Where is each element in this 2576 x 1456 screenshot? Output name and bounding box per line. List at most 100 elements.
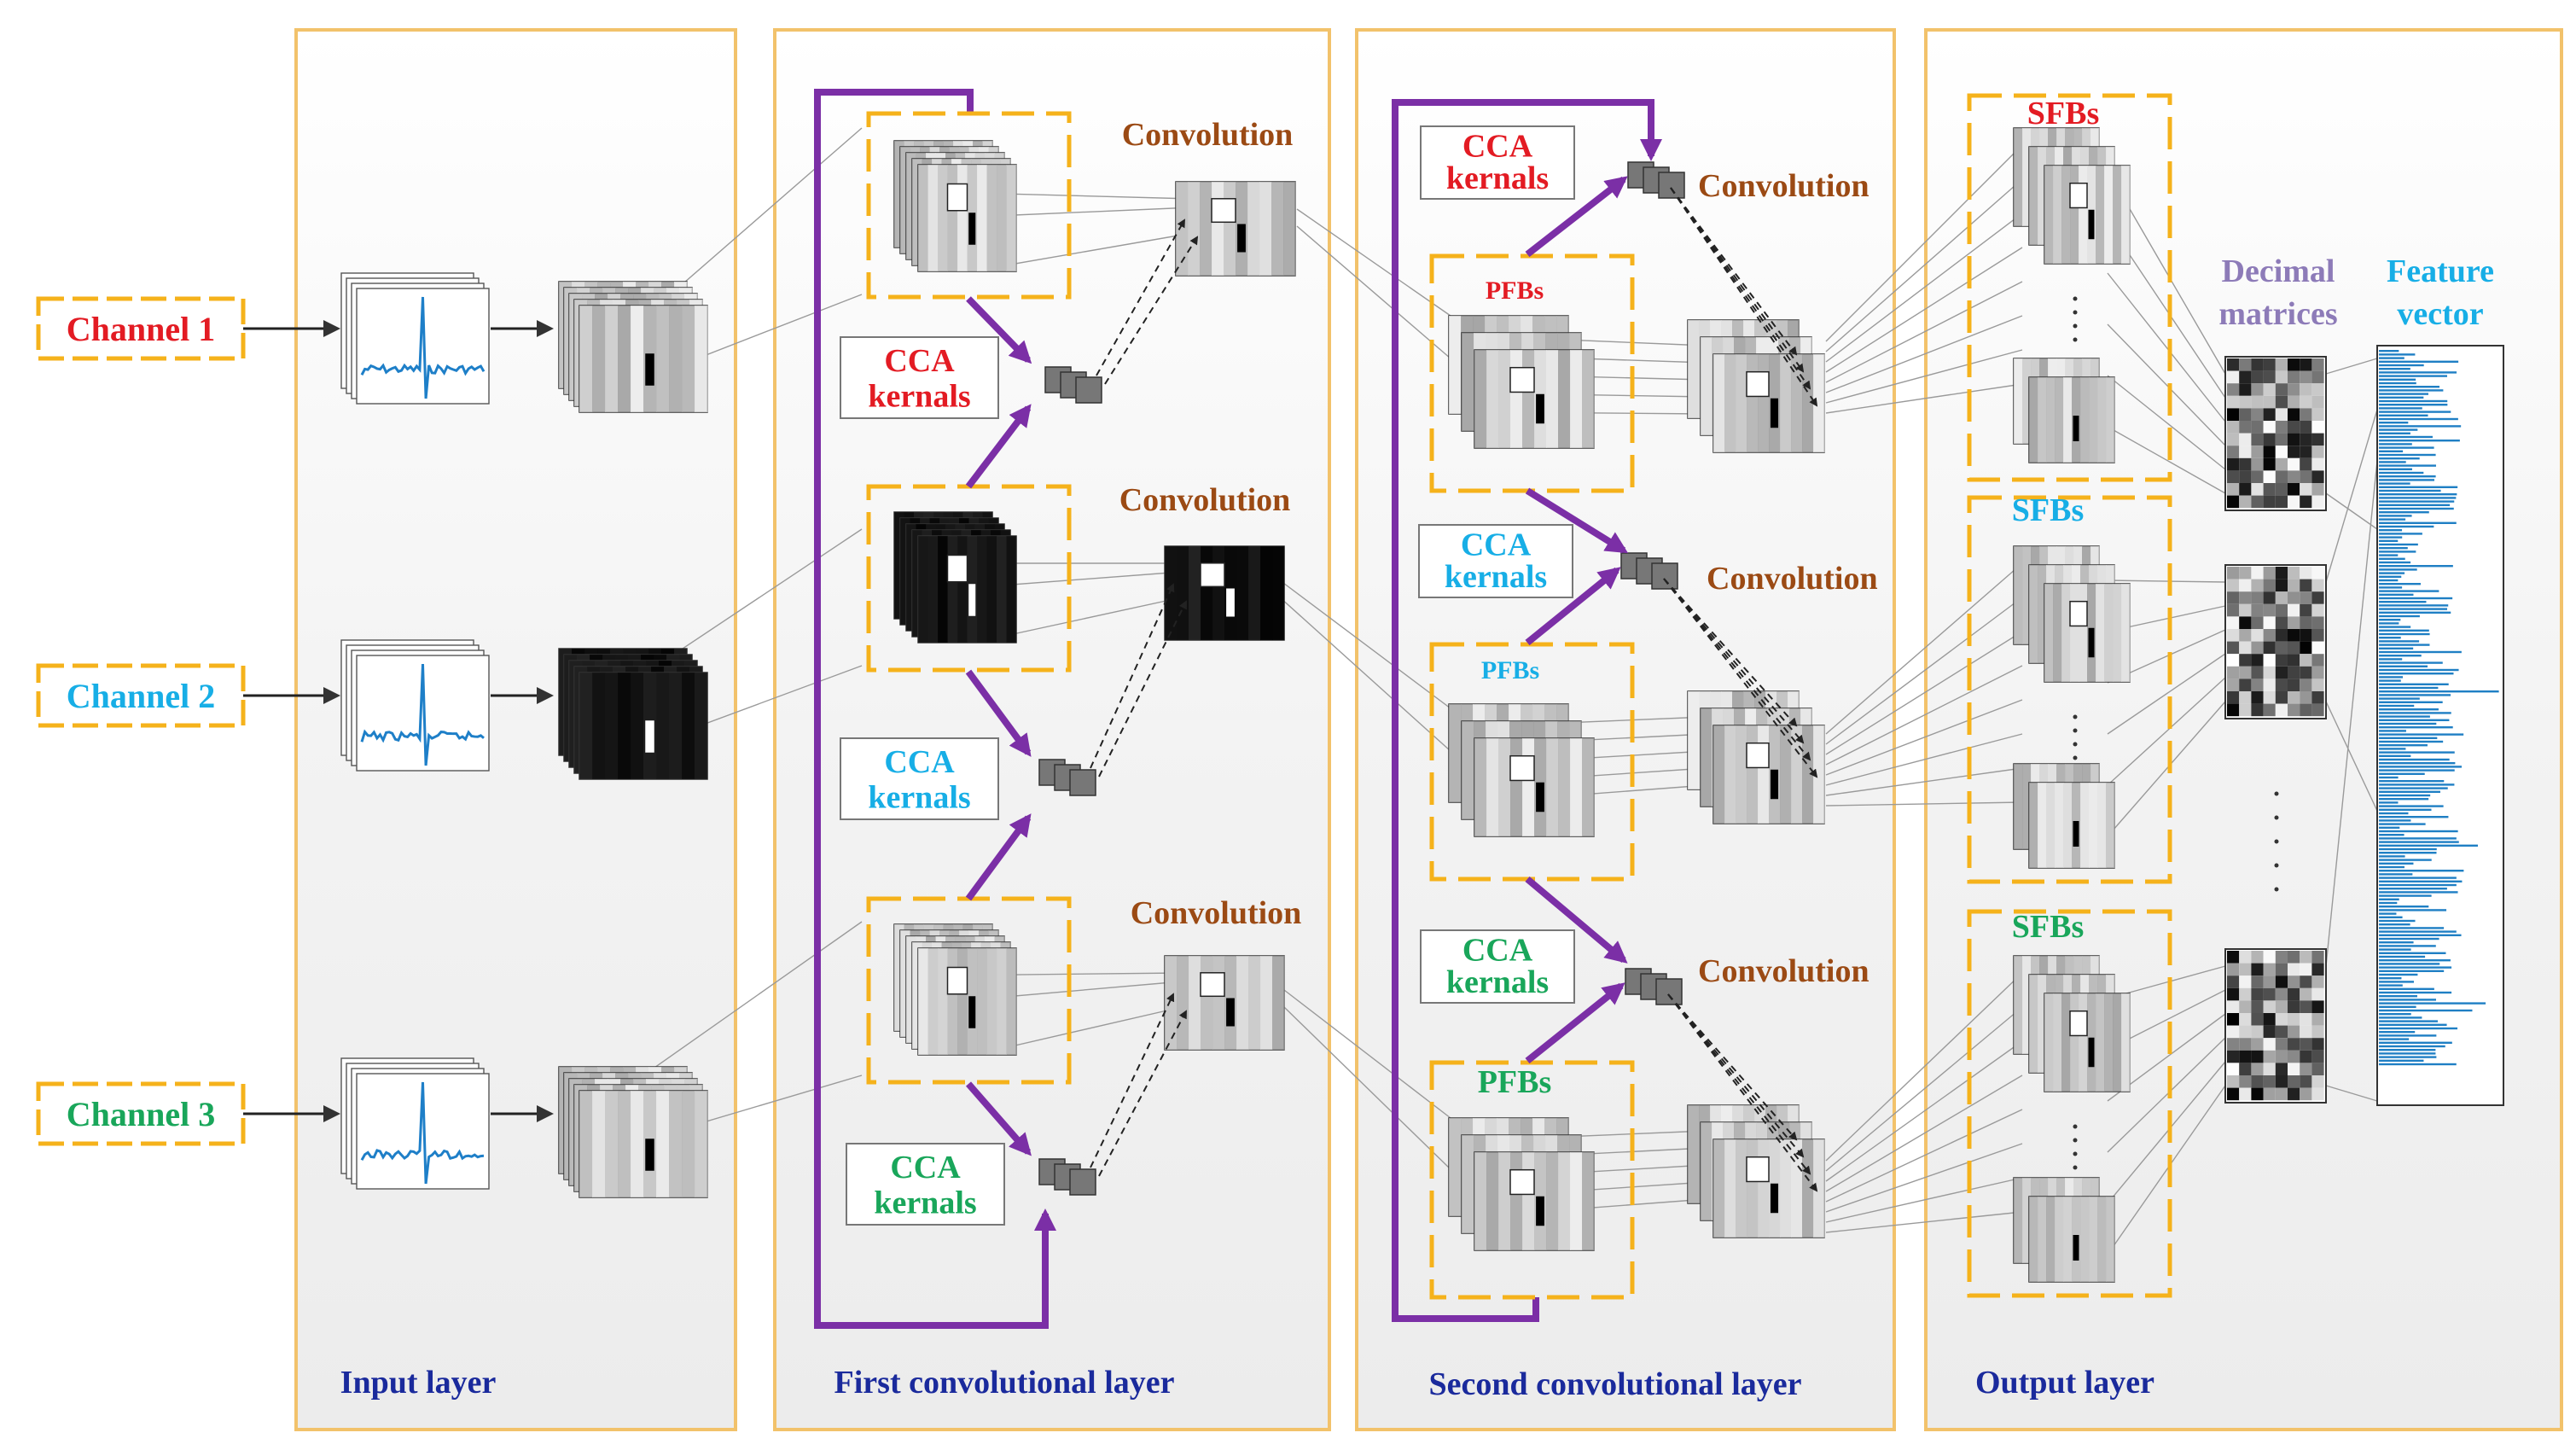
first-conv-group-box-1: [866, 111, 1072, 300]
connection-line: [1296, 225, 1451, 359]
feature-bar: [2379, 407, 2422, 410]
feature-bar: [2379, 945, 2436, 947]
connection-line: [2107, 1085, 2226, 1255]
feature-bar: [2379, 909, 2447, 911]
connection-line: [1825, 1006, 2023, 1172]
convolution-label-second-1: Convolution: [1698, 168, 1869, 204]
feature-bar: [2379, 471, 2424, 475]
cca-kernel-line1: CCA: [884, 744, 955, 780]
sfbs-label-2: SFBs: [2012, 492, 2084, 528]
feature-bar: [2379, 959, 2451, 962]
feature-bar: [2379, 859, 2432, 861]
feature-bar: [2379, 679, 2401, 682]
feature-map-layer: [2028, 376, 2115, 463]
cca-kernel-line2: kernals: [1446, 964, 1549, 1000]
feature-bar: [2379, 668, 2459, 672]
feature-bar: [2379, 894, 2432, 897]
feature-bar: [2379, 1038, 2410, 1040]
feature-bar: [2379, 754, 2411, 757]
feature-bar: [2379, 611, 2451, 614]
feature-bar: [2379, 371, 2457, 374]
feature-bar: [2379, 521, 2457, 524]
feature-bar: [2379, 364, 2424, 367]
feature-bar: [2379, 776, 2399, 779]
feature-bar: [2379, 690, 2499, 693]
feature-bar: [2379, 453, 2436, 457]
dashed-conv-arrow: [1090, 583, 1175, 769]
feature-map-layer: [2028, 1196, 2115, 1283]
dashed-conv-arrow: [1667, 993, 1818, 1192]
feature-bar: [2379, 632, 2430, 636]
feature-bar: [2379, 375, 2447, 377]
pfbs-label-2: PFBs: [1481, 656, 1539, 684]
feature-bar: [2379, 981, 2414, 983]
ecg-signal-trace: [360, 1081, 485, 1185]
feature-bar: [2379, 1056, 2437, 1058]
dashed-conv-arrow: [1667, 993, 1798, 1141]
connection-line: [2107, 701, 2226, 837]
feature-bar: [2379, 801, 2399, 804]
feature-bar: [2379, 572, 2405, 574]
feature-bar: [2379, 515, 2412, 517]
first-conv-output-map-2: [1164, 545, 1285, 641]
feature-bar: [2379, 923, 2410, 926]
purple-arrow-to-squares: [965, 669, 1032, 757]
feature-bar: [2379, 1002, 2486, 1005]
ellipsis-dot: [2274, 887, 2279, 892]
feature-bar: [2379, 769, 2455, 772]
channel-label: Channel 2: [67, 677, 216, 715]
feature-bar: [2379, 357, 2404, 359]
feature-bar: [2379, 590, 2439, 592]
channel-2-signal: [340, 639, 490, 772]
first-conv-input-maps-2: [893, 511, 1017, 644]
feature-bar: [2379, 927, 2445, 929]
connection-line: [1283, 989, 1451, 1119]
dashed-conv-arrow: [1670, 187, 1798, 356]
feature-bar: [2379, 901, 2398, 905]
feature-map-layer: [2028, 782, 2115, 869]
dashed-conv-arrow: [1098, 600, 1187, 778]
feature-bar: [2379, 457, 2420, 460]
feature-bar: [2379, 417, 2458, 421]
feature-bar: [2379, 686, 2439, 690]
feature-bar: [2379, 941, 2414, 944]
connection-line: [1825, 1211, 2023, 1233]
convolution-label-first-1: Convolution: [1122, 117, 1294, 153]
feature-bar: [2379, 500, 2455, 503]
feature-bar: [2379, 629, 2429, 632]
feature-bar: [2379, 948, 2411, 951]
feature-bar: [2379, 744, 2428, 747]
sfb-group-box-1: [1967, 93, 2172, 482]
feature-bar: [2379, 435, 2433, 439]
sfb-group-box-2: [1967, 495, 2172, 884]
connection-line: [1296, 208, 1451, 317]
ellipsis-dot: [2073, 296, 2078, 301]
decimal-matrix-1: [2224, 356, 2327, 511]
connection-line: [985, 597, 1183, 641]
feature-bar: [2379, 733, 2464, 736]
feature-bar: [2379, 504, 2451, 506]
ellipsis-dot: [2073, 755, 2078, 760]
cca-kernel-line1: CCA: [884, 343, 955, 379]
ellipsis-dot: [2073, 310, 2078, 315]
feature-bar: [2379, 912, 2397, 915]
feature-bar: [2379, 360, 2459, 363]
ellipsis-dot: [2073, 1124, 2078, 1129]
second-conv-kernel-squares-2: [1620, 552, 1678, 590]
feature-map-layer: [2044, 993, 2131, 1092]
cca-kernel-line2: kernals: [868, 780, 970, 816]
ellipsis-dot: [2073, 728, 2078, 733]
dashed-conv-arrow: [1670, 187, 1818, 407]
connection-line: [2107, 579, 2226, 583]
connection-line: [1825, 349, 2023, 404]
connection-line: [2107, 323, 2226, 446]
purple-arrow-to-second-squares: [1525, 567, 1621, 646]
feature-bar: [2379, 1031, 2416, 1034]
feature-map-layer: [2044, 165, 2131, 265]
feature-bar: [2379, 991, 2452, 994]
pfb-maps-1: [1448, 315, 1595, 449]
purple-arrow-to-squares: [966, 296, 1032, 364]
channel-3-signal: [340, 1057, 490, 1190]
